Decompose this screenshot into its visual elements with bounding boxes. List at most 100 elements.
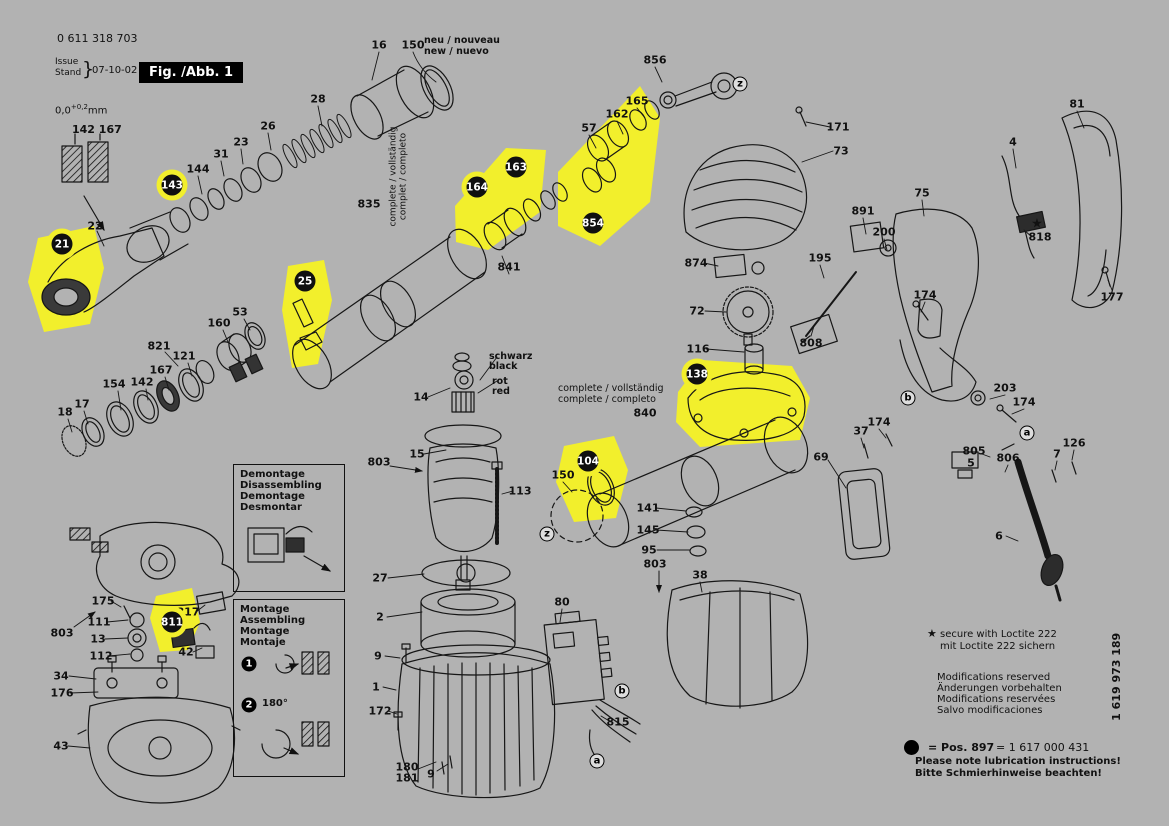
part-label-42: 42 — [178, 645, 194, 659]
part-label-835: 835 — [357, 197, 381, 211]
lubrication-note-de: Bitte Schmierhinweise beachten! — [915, 768, 1102, 779]
lubrication-note-en: Please note lubrication instructions! — [915, 756, 1121, 767]
assembly-step-1-badge: 1 — [241, 656, 257, 672]
part-label-818: 818 — [1028, 230, 1052, 244]
part-label-138: 138 — [686, 363, 708, 385]
tolerance-unit: mm — [87, 105, 108, 117]
part-label-a: a — [1019, 425, 1035, 441]
loctite-note-en: secure with Loctite 222 — [940, 629, 1057, 640]
part-label-17: 17 — [74, 397, 90, 411]
part-label-803: 803 — [367, 455, 391, 469]
demontage-line-de: Demontage — [240, 469, 305, 480]
part-label-★: ★ — [1031, 216, 1043, 232]
part-label-175: 175 — [91, 594, 115, 608]
pos-897-dot-icon — [904, 740, 919, 755]
part-label-14: 14 — [413, 390, 429, 404]
part-label-16: 16 — [371, 38, 387, 52]
part-label-21: 21 — [51, 233, 73, 255]
tolerance-base: 0,0 — [55, 105, 71, 117]
part-label-22: 22 — [87, 219, 103, 233]
complete-840-line1: complete / vollständig — [558, 383, 664, 394]
part-label-803: 803 — [643, 557, 667, 571]
part-label-31: 31 — [213, 147, 229, 161]
part-label-803: 803 — [50, 626, 74, 640]
montage-line-fr: Montage — [240, 626, 290, 637]
part-label-73: 73 — [833, 144, 849, 158]
complete-835-line2: complet / completo — [398, 132, 408, 221]
part-label-111: 111 — [87, 615, 111, 629]
modifications-line3: Modifications reservées — [937, 694, 1056, 705]
part-label-a: a — [589, 753, 605, 769]
issue-date: 07-10-02 — [92, 65, 138, 76]
part-label-116: 116 — [686, 342, 710, 356]
part-label-1: 1 — [372, 680, 380, 694]
part-label-34: 34 — [53, 669, 69, 683]
part-label-75: 75 — [914, 186, 930, 200]
loctite-star-icon: ★ — [927, 627, 937, 640]
assembly-step-2-badge: 2 — [241, 697, 257, 713]
complete-840-line2: complete / completo — [558, 394, 656, 405]
part-label-203: 203 — [993, 381, 1017, 395]
part-label-144: 144 — [186, 162, 210, 176]
part-label-23: 23 — [233, 135, 249, 149]
montage-line-en: Assembling — [240, 615, 306, 626]
part-label-174: 174 — [1012, 395, 1036, 409]
part-label-13: 13 — [90, 632, 106, 646]
wire-red-de: rot — [492, 376, 508, 387]
part-label-805: 805 — [962, 444, 986, 458]
issue-label: Issue — [55, 57, 79, 67]
part-label-874: 874 — [684, 256, 708, 270]
part-label-150: 150 — [551, 468, 575, 482]
part-label-2: 2 — [376, 610, 384, 624]
assembly-angle-label: 180° — [262, 698, 288, 709]
montage-line-de: Montage — [240, 604, 290, 615]
loctite-note-de: mit Loctite 222 sichern — [940, 641, 1056, 652]
part-label-180: 180 — [395, 760, 419, 774]
part-label-18: 18 — [57, 405, 73, 419]
part-label-z: z — [539, 526, 555, 542]
part-label-164: 164 — [466, 176, 488, 198]
part-label-121: 121 — [172, 349, 196, 363]
part-label-28: 28 — [310, 92, 326, 106]
part-label-95: 95 — [641, 543, 657, 557]
modifications-line1: Modifications reserved — [937, 672, 1051, 683]
part-label-7: 7 — [1053, 447, 1061, 461]
part-label-z: z — [732, 76, 748, 92]
part-label-815: 815 — [606, 715, 630, 729]
part-label-15: 15 — [409, 447, 425, 461]
part-label-37: 37 — [853, 424, 869, 438]
part-label-195: 195 — [808, 251, 832, 265]
part-label-b: b — [614, 683, 630, 699]
tolerance-sup: +0,2 — [70, 103, 88, 111]
part-label-165: 165 — [625, 94, 649, 108]
part-label-174: 174 — [867, 415, 891, 429]
part-label-841: 841 — [497, 260, 521, 274]
pos-897-label: = Pos. 897 — [928, 741, 995, 754]
part-label-840: 840 — [633, 406, 657, 420]
part-label-9: 9 — [427, 767, 435, 781]
part-label-43: 43 — [53, 739, 69, 753]
part-label-113: 113 — [508, 484, 532, 498]
assembly-panel: Montage Assembling Montage Montaje — [233, 599, 345, 777]
stand-label: Stand — [55, 68, 82, 78]
part-label-174: 174 — [913, 288, 937, 302]
part-label-112: 112 — [89, 649, 113, 663]
part-label-6: 6 — [995, 529, 1003, 543]
part-label-80: 80 — [554, 595, 570, 609]
doc-number-vertical: 1 619 973 189 — [1110, 632, 1124, 721]
wire-red-en: red — [492, 386, 510, 397]
tolerance-label: 0,0+0,2mm — [55, 103, 108, 117]
part-label-806: 806 — [996, 451, 1020, 465]
part-label-177: 177 — [1100, 290, 1124, 304]
part-label-854: 854 — [582, 212, 604, 234]
wire-black-de: schwarz — [489, 351, 533, 362]
part-label-181: 181 — [395, 771, 419, 785]
part-label-172: 172 — [368, 704, 392, 718]
modifications-line2: Änderungen vorbehalten — [937, 683, 1062, 694]
part-label-167: 167 — [149, 363, 173, 377]
part-label-163: 163 — [505, 156, 527, 178]
seal-parts-label: 142 167 — [72, 123, 122, 136]
part-label-176: 176 — [50, 686, 74, 700]
